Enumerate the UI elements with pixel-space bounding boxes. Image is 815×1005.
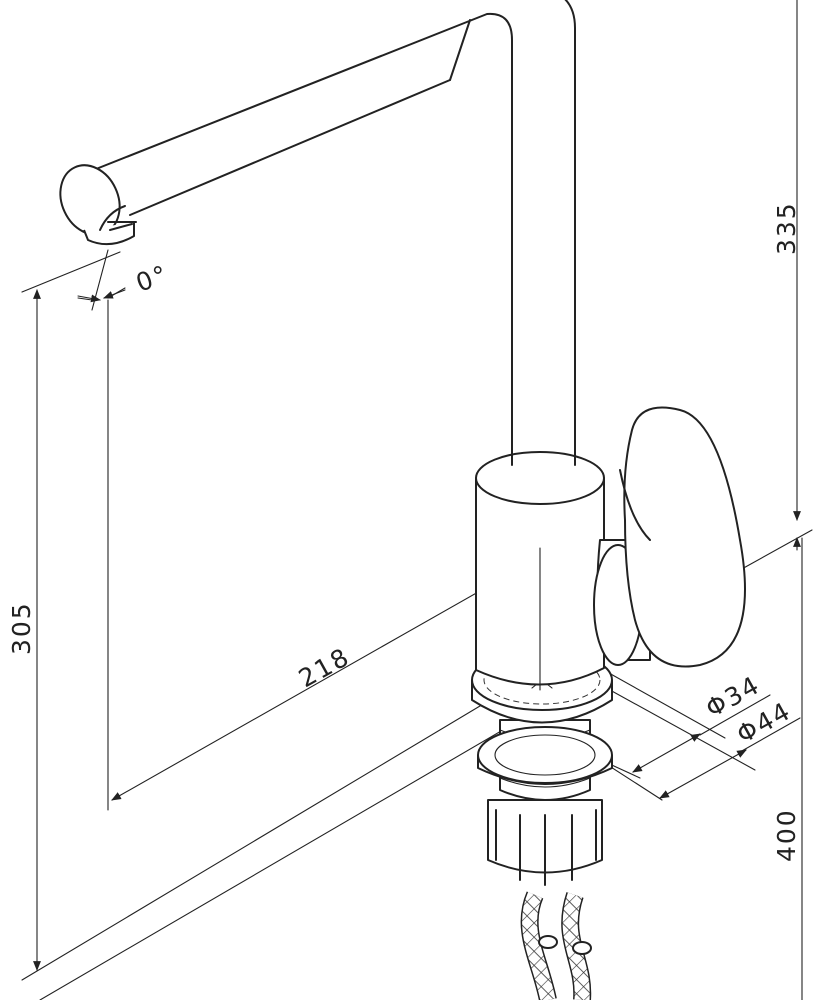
dimension-400-label: 400 (772, 808, 801, 862)
dimension-angle-label: 0° (132, 259, 172, 297)
dimension-218-label: 218 (294, 642, 355, 693)
faucet-body (475, 451, 605, 691)
faucet-spout (59, 0, 576, 466)
supply-hoses (520, 891, 592, 1002)
mixer-handle (593, 406, 746, 668)
dimension-335-label: 335 (772, 201, 801, 255)
mounting-shank (477, 719, 613, 886)
dimension-305-label: 305 (7, 601, 36, 655)
